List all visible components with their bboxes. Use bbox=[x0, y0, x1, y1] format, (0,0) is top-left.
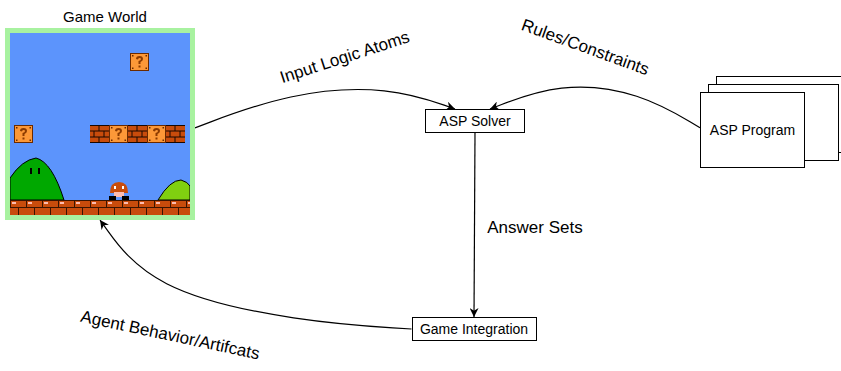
ground bbox=[10, 200, 190, 215]
question-block bbox=[110, 126, 128, 143]
hill bbox=[10, 158, 64, 200]
goomba bbox=[109, 182, 129, 200]
connector bbox=[195, 90, 455, 128]
node-heading: Game World bbox=[10, 8, 200, 26]
game-world-frame: Game World bbox=[5, 28, 195, 220]
edge-label: Answer Sets bbox=[485, 219, 584, 238]
edge-label: Rules/Constraints bbox=[517, 16, 653, 81]
question-block bbox=[15, 126, 33, 143]
brick-block bbox=[166, 125, 185, 143]
brick-block bbox=[90, 125, 109, 143]
connector bbox=[474, 133, 475, 317]
hill bbox=[158, 180, 190, 200]
question-block bbox=[131, 54, 149, 71]
game-screenshot bbox=[10, 33, 190, 215]
program-document: ASP Program bbox=[700, 92, 805, 168]
question-block bbox=[148, 126, 166, 143]
sky bbox=[10, 33, 190, 215]
process-box: ASP Solver bbox=[425, 109, 525, 133]
node-label: ASP Program bbox=[710, 122, 795, 138]
node-label: Game Integration bbox=[420, 321, 528, 337]
edge-label: Agent Behavior/Artifcats bbox=[77, 307, 263, 364]
process-box: Game Integration bbox=[412, 317, 537, 341]
brick-block bbox=[128, 125, 147, 143]
node-label: ASP Solver bbox=[439, 113, 510, 129]
connector bbox=[100, 220, 412, 329]
edge-label: Input Logic Atoms bbox=[276, 28, 414, 89]
